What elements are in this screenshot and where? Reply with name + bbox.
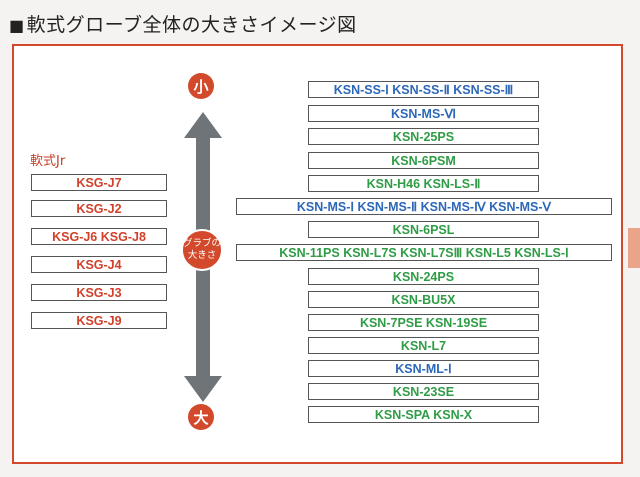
junior-item: KSG-J6 KSG-J8 [31, 228, 167, 245]
model-box: KSN-SS-Ⅰ KSN-SS-Ⅱ KSN-SS-Ⅲ [308, 81, 539, 98]
model-box: KSN-ML-Ⅰ [308, 360, 539, 377]
model-box: KSN-24PS [308, 268, 539, 285]
junior-item: KSG-J4 [31, 256, 167, 273]
badge-line-2: 大きさ [187, 250, 217, 261]
model-box: KSN-6PSL [308, 221, 539, 238]
model-box: KSN-23SE [308, 383, 539, 400]
model-box: KSN-L7 [308, 337, 539, 354]
model-box: KSN-25PS [308, 128, 539, 145]
model-box: KSN-BU5X [308, 291, 539, 308]
model-box: KSN-SPA KSN-X [308, 406, 539, 423]
large-label-circle: 大 [188, 404, 214, 430]
side-tab-decoration [628, 228, 640, 268]
model-box: KSN-7PSE KSN-19SE [308, 314, 539, 331]
model-box: KSN-MS-Ⅰ KSN-MS-Ⅱ KSN-MS-Ⅳ KSN-MS-Ⅴ [236, 198, 612, 215]
model-box: KSN-11PS KSN-L7S KSN-L7SⅢ KSN-L5 KSN-LS-… [236, 244, 612, 261]
badge-line-1: グラブの [183, 238, 222, 249]
small-label-circle: 小 [188, 73, 214, 99]
junior-item: KSG-J3 [31, 284, 167, 301]
junior-item: KSG-J7 [31, 174, 167, 191]
page-title: ■軟式グローブ全体の大きさイメージ図 [9, 10, 357, 37]
glove-size-badge: グラブの 大きさ [181, 229, 223, 271]
model-box: KSN-6PSM [308, 152, 539, 169]
model-box: KSN-MS-Ⅵ [308, 105, 539, 122]
title-text: 軟式グローブ全体の大きさイメージ図 [26, 14, 357, 36]
model-box: KSN-H46 KSN-LS-Ⅱ [308, 175, 539, 192]
junior-item: KSG-J9 [31, 312, 167, 329]
junior-item: KSG-J2 [31, 200, 167, 217]
junior-heading: 軟式Jr [30, 154, 66, 169]
title-marker: ■ [9, 16, 25, 35]
